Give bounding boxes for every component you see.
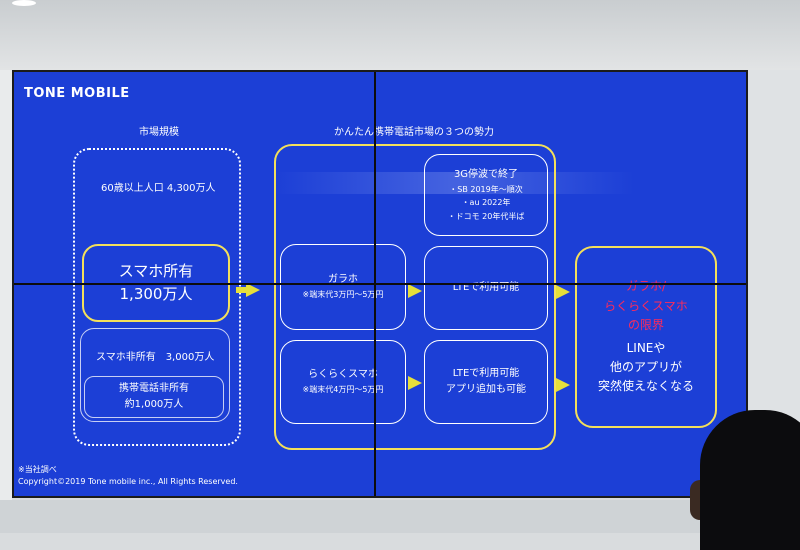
population-text: 60歳以上人口 4,300万人	[101, 183, 216, 194]
screen-bezel-horizontal	[14, 283, 746, 285]
rakuraku-label: らくらくスマホ	[308, 369, 378, 381]
screen-glare	[274, 172, 634, 194]
3g-shutdown-box: 3G停波で終了 ・SB 2019年〜順次 ・au 2022年 ・ドコモ 20年代…	[424, 154, 548, 236]
limitation-red-1: ガラホ/	[625, 279, 667, 294]
non-mobile-count: 約1,000万人	[124, 399, 184, 410]
brand-logo: TONE MOBILE	[24, 86, 130, 101]
arrow-right-icon	[246, 283, 260, 297]
left-heading: 市場規模	[139, 127, 179, 138]
presentation-screen: TONE MOBILE 市場規模 かんたん携帯電話市場の３つの勢力 60歳以上人…	[12, 70, 748, 498]
smartphone-owner-box: スマホ所有 1,300万人	[82, 244, 230, 322]
garaho-box: ガラホ ※端末代3万円〜5万円	[280, 244, 406, 330]
smartphone-count: 1,300万人	[119, 285, 193, 303]
garaho-label: ガラホ	[328, 274, 358, 286]
ceiling-lamp	[12, 0, 36, 6]
non-mobile-box: 携帯電話非所有 約1,000万人	[84, 376, 224, 418]
non-smartphone-box	[80, 328, 230, 422]
copyright: Copyright©2019 Tone mobile inc., All Rig…	[18, 477, 238, 486]
garaho-price: ※端末代3万円〜5万円	[302, 290, 384, 300]
smartphone-label: スマホ所有	[118, 261, 194, 280]
arrow-right-icon	[556, 285, 570, 299]
floor	[0, 500, 800, 533]
3g-softbank: ・SB 2019年〜順次	[449, 184, 523, 194]
audience-head	[700, 410, 800, 550]
lte-text-2a: LTEで利用可能	[452, 368, 520, 379]
non-smartphone-text: スマホ非所有 3,000万人	[96, 352, 215, 363]
limitation-white-1: LINEや	[626, 341, 666, 355]
3g-title: 3G停波で終了	[453, 168, 519, 180]
limitation-white-3: 突然使えなくなる	[597, 379, 694, 394]
lte-text-2b: アプリ追加も可能	[446, 384, 526, 395]
limitation-red-3: の限界	[627, 317, 664, 332]
lte-text-1: LTEで利用可能	[452, 282, 520, 293]
limitation-red-2: らくらくスマホ	[604, 298, 688, 313]
right-heading: かんたん携帯電話市場の３つの勢力	[334, 127, 494, 138]
market-size-box	[73, 148, 241, 446]
limitation-box: ガラホ/ らくらくスマホ の限界 LINEや 他のアプリが 突然使えなくなる	[575, 246, 717, 428]
limitation-white-2: 他のアプリが	[609, 360, 682, 375]
device-group-box	[274, 144, 556, 450]
footnote: ※当社調べ	[18, 465, 57, 474]
ceiling	[0, 0, 800, 70]
non-mobile-label: 携帯電話非所有	[119, 383, 189, 394]
rakuraku-box: らくらくスマホ ※端末代4万円〜5万円	[280, 340, 406, 424]
rakuraku-price: ※端末代4万円〜5万円	[302, 385, 384, 395]
arrow-right-icon	[408, 376, 422, 390]
arrow-right-icon	[408, 284, 422, 298]
arrow-right-icon	[556, 378, 570, 392]
3g-au: ・au 2022年	[461, 198, 511, 208]
wall-left	[0, 70, 12, 533]
arrow-stem	[236, 287, 248, 293]
3g-docomo: ・ドコモ 20年代半ば	[447, 211, 525, 221]
lte-box-2: LTEで利用可能 アプリ追加も可能	[424, 340, 548, 424]
lte-box-1: LTEで利用可能	[424, 246, 548, 330]
